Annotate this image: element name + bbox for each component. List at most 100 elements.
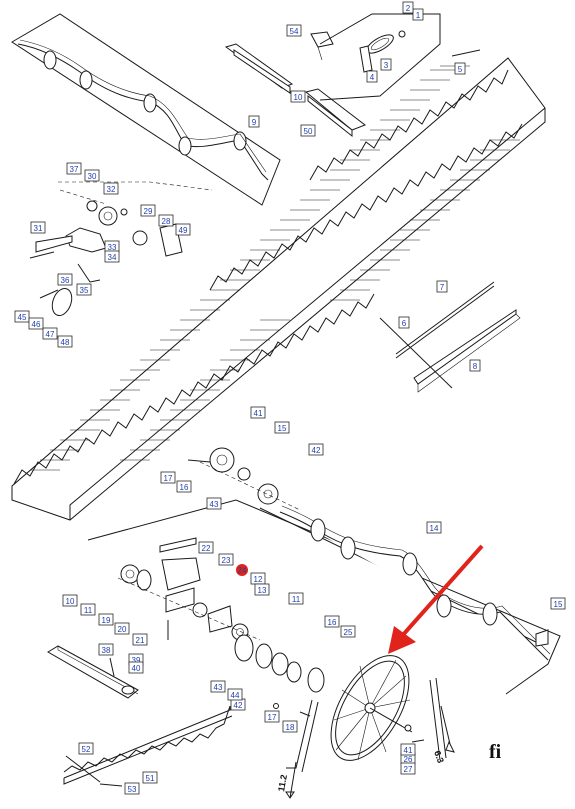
svg-text:49: 49 <box>179 226 188 235</box>
part-label-2: 2 <box>402 1 414 14</box>
part-label-33: 33 <box>104 240 120 253</box>
svg-text:13: 13 <box>258 586 267 595</box>
top-right-box <box>319 13 481 101</box>
part-label-7: 7 <box>436 280 448 293</box>
svg-text:16: 16 <box>328 618 337 627</box>
part-label-43: 43 <box>206 497 222 510</box>
svg-text:15: 15 <box>278 424 287 433</box>
svg-text:35: 35 <box>80 286 89 295</box>
part-label-22: 22 <box>198 541 214 554</box>
part-label-45: 45 <box>14 310 30 323</box>
svg-text:38: 38 <box>102 646 111 655</box>
bar-and-knife <box>47 645 233 787</box>
svg-text:39: 39 <box>132 656 141 665</box>
part-label-21: 21 <box>132 633 148 646</box>
part-label-43: 43 <box>210 680 226 693</box>
svg-text:43: 43 <box>214 683 223 692</box>
part-label-1: 1 <box>412 8 424 21</box>
svg-text:31: 31 <box>34 224 43 233</box>
part-label-20: 20 <box>114 622 130 635</box>
svg-text:36: 36 <box>61 276 70 285</box>
svg-text:51: 51 <box>146 774 155 783</box>
part-label-48: 48 <box>57 335 73 348</box>
part-label-34: 34 <box>104 250 120 263</box>
part-label-11: 11 <box>80 603 96 616</box>
svg-text:2: 2 <box>406 4 411 13</box>
svg-text:17: 17 <box>164 474 173 483</box>
part-label-10: 10 <box>290 90 306 103</box>
svg-text:37: 37 <box>70 165 79 174</box>
part-label-10: 10 <box>62 594 78 607</box>
part-label-42: 42 <box>308 443 324 456</box>
svg-text:14: 14 <box>430 524 439 533</box>
part-label-17: 17 <box>264 710 280 723</box>
svg-text:54: 54 <box>290 27 299 36</box>
part-label-15: 15 <box>550 597 566 610</box>
svg-text:34: 34 <box>108 253 117 262</box>
svg-text:3: 3 <box>384 61 389 70</box>
part-label-31: 31 <box>30 221 46 234</box>
svg-text:7: 7 <box>440 283 445 292</box>
svg-text:48: 48 <box>61 338 70 347</box>
elevator-frame <box>11 57 546 521</box>
part-label-37: 37 <box>66 162 82 175</box>
svg-text:24: 24 <box>238 566 247 575</box>
svg-text:9: 9 <box>252 118 257 127</box>
part-label-25: 25 <box>340 625 356 638</box>
part-label-27: 27 <box>400 762 416 775</box>
svg-text:15: 15 <box>554 600 563 609</box>
svg-text:10: 10 <box>66 597 75 606</box>
svg-text:52: 52 <box>82 745 91 754</box>
svg-text:44: 44 <box>231 691 240 700</box>
svg-text:6: 6 <box>402 319 407 328</box>
part-label-47: 47 <box>42 327 58 340</box>
part-label-11: 11 <box>288 592 304 605</box>
part-label-30: 30 <box>84 169 100 182</box>
svg-text:4: 4 <box>370 73 375 82</box>
part-label-35: 35 <box>76 283 92 296</box>
drive-cluster-left <box>29 181 213 317</box>
part-label-9: 9 <box>248 115 260 128</box>
svg-text:30: 30 <box>88 172 97 181</box>
part-label-12: 12 <box>250 572 266 585</box>
svg-text:26: 26 <box>404 755 413 764</box>
svg-text:40: 40 <box>132 664 141 673</box>
svg-text:41: 41 <box>254 409 263 418</box>
svg-text:41: 41 <box>404 746 413 755</box>
svg-text:46: 46 <box>32 320 41 329</box>
svg-text:10: 10 <box>294 93 303 102</box>
svg-text:16: 16 <box>180 483 189 492</box>
svg-text:32: 32 <box>107 185 116 194</box>
svg-text:23: 23 <box>222 556 231 565</box>
svg-text:47: 47 <box>46 330 55 339</box>
svg-text:28: 28 <box>162 217 171 226</box>
part-label-8: 8 <box>469 359 481 372</box>
part-label-53: 53 <box>124 782 140 795</box>
svg-text:53: 53 <box>128 785 137 794</box>
direction-mark-6-3: 6.3 <box>432 749 446 764</box>
highlight-arrow <box>388 544 484 654</box>
part-label-4: 4 <box>366 70 378 83</box>
part-label-36: 36 <box>57 273 73 286</box>
wheel-assembly <box>234 634 455 799</box>
svg-text:11: 11 <box>84 606 93 615</box>
part-label-50: 50 <box>300 124 316 137</box>
part-label-15: 15 <box>274 421 290 434</box>
svg-text:21: 21 <box>136 636 145 645</box>
part-label-23: 23 <box>218 553 234 566</box>
lower-shaft-box <box>87 447 561 695</box>
part-label-16: 16 <box>324 615 340 628</box>
part-label-5: 5 <box>454 62 466 75</box>
svg-text:5: 5 <box>458 65 463 74</box>
part-label-38: 38 <box>98 643 114 656</box>
part-label-41: 41 <box>250 406 266 419</box>
svg-text:19: 19 <box>102 616 111 625</box>
part-label-17: 17 <box>160 471 176 484</box>
part-label-6: 6 <box>398 316 410 329</box>
svg-text:12: 12 <box>254 575 263 584</box>
svg-text:22: 22 <box>202 544 211 553</box>
part-label-54: 54 <box>286 24 302 37</box>
svg-text:50: 50 <box>304 127 313 136</box>
